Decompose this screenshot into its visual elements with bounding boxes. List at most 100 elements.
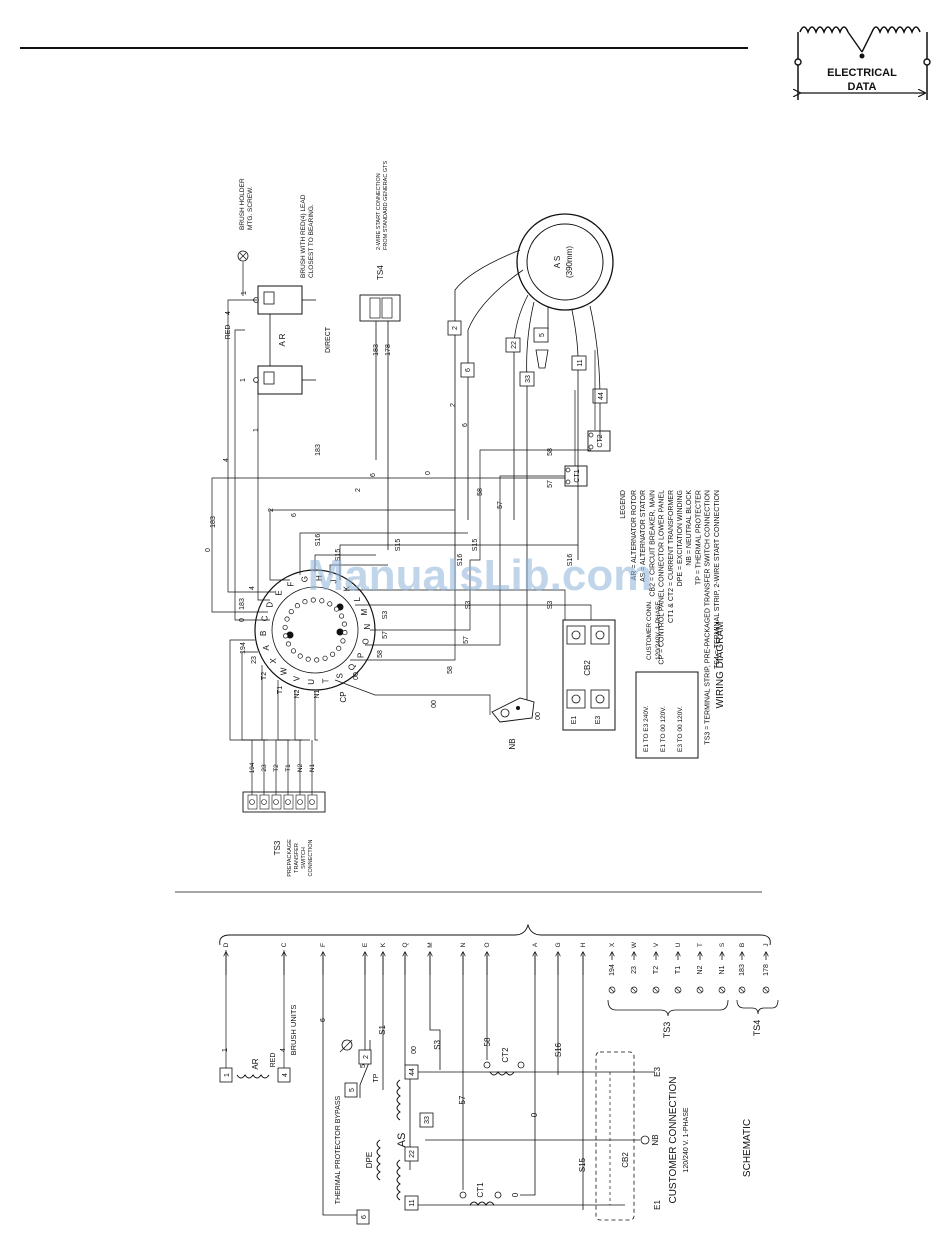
svg-text:TRANSFER: TRANSFER — [294, 843, 300, 873]
connector-pin — [319, 598, 325, 604]
svg-text:CONNECTION: CONNECTION — [308, 839, 314, 876]
connector-pin-label: B — [259, 631, 268, 636]
svg-text:1: 1 — [222, 1048, 229, 1052]
svg-text:120/240 V. 1-PHASE: 120/240 V. 1-PHASE — [683, 1107, 690, 1172]
svg-text:4: 4 — [223, 458, 230, 462]
connector-pin — [294, 603, 300, 609]
pin-brace — [219, 923, 771, 946]
svg-text:57: 57 — [547, 480, 554, 488]
svg-text:NB: NB — [651, 1134, 660, 1145]
schematic-cb2: CB2 E3 E1 NB CUSTOMER CONNECTION 120/240… — [595, 1051, 690, 1221]
schematic-ct: CT1 CT2 — [459, 1047, 525, 1206]
svg-text:TP: TP — [373, 1073, 380, 1082]
svg-text:4: 4 — [280, 1048, 287, 1052]
rotor-label: A R — [278, 333, 287, 346]
pin-letter: D — [223, 942, 230, 947]
rotor-brush-holders: A R DIRECT RED 4 1 1 BRUSH HOLDER MTG. S… — [225, 178, 332, 395]
wire-number-labels: 0 0 183 183 183 4 4 1 0 2 2 2 6 6 6 58 5… — [205, 403, 574, 720]
svg-text:E1: E1 — [653, 1200, 662, 1210]
svg-text:6: 6 — [370, 473, 377, 477]
svg-text:00: 00 — [353, 672, 360, 680]
connector-pin — [333, 606, 340, 612]
svg-text:2: 2 — [452, 326, 459, 330]
pin-letter: K — [380, 942, 387, 947]
ts-wire-label: 183 — [739, 964, 746, 976]
pin-letter: B — [739, 943, 746, 947]
neutral-block: NB — [491, 697, 535, 750]
schematic-wire-labels: 00 S3 57 58 0 0 S16 S15 — [411, 1037, 587, 1197]
svg-text:2-WIRE START CONNECTION: 2-WIRE START CONNECTION — [376, 173, 382, 250]
thermometer-icon — [341, 1039, 353, 1051]
connector-pin-label: M — [360, 609, 369, 616]
schematic-title: SCHEMATIC — [742, 1119, 753, 1177]
ts3-terminal — [307, 794, 318, 810]
svg-text:E3: E3 — [595, 716, 602, 725]
connector-pin-label: G — [300, 576, 309, 582]
connector-pin — [340, 638, 346, 644]
circuit-breaker-cb2: CB2 E1 E3 — [562, 619, 616, 731]
svg-text:MTG. SCREW.: MTG. SCREW. — [247, 186, 254, 230]
svg-text:183: 183 — [210, 516, 217, 528]
svg-text:2: 2 — [450, 403, 457, 407]
svg-text:LEGEND: LEGEND — [620, 490, 627, 519]
connector-pin-label: F — [286, 582, 295, 587]
terminal-screw — [297, 799, 303, 805]
connector-pin — [305, 656, 311, 662]
svg-text:1: 1 — [241, 291, 248, 295]
svg-text:S16: S16 — [554, 1042, 563, 1057]
connector-pin-label: P — [356, 653, 365, 658]
svg-text:00: 00 — [431, 700, 438, 708]
legend-entry: CP = CONTROL PANEL CONNECTOR LOWER PANEL — [659, 490, 666, 665]
ts3-wire-label: T1 — [285, 764, 292, 772]
ts4-strip: TS4 2-WIRE START CONNECTION FROM STANDAR… — [359, 161, 401, 550]
svg-text:58: 58 — [477, 488, 484, 496]
pin-letter: T — [697, 943, 704, 947]
coil-icon — [799, 26, 849, 35]
legend-entry: DPE = EXCITATION WINDING — [677, 490, 684, 586]
svg-text:0: 0 — [239, 618, 246, 622]
svg-text:57: 57 — [382, 631, 389, 639]
svg-text:CT1: CT1 — [476, 1182, 485, 1198]
legend-entry: CT1 & CT2 = CURRENT TRANSFORMER — [668, 490, 675, 623]
svg-text:0: 0 — [205, 548, 212, 552]
pin-letter: O — [484, 942, 491, 947]
svg-text:0: 0 — [425, 471, 432, 475]
legend-entry: AS = ALTERNATOR STATOR — [640, 490, 647, 582]
svg-text:NB: NB — [508, 738, 517, 749]
svg-text:6: 6 — [465, 368, 472, 372]
svg-text:CP: CP — [339, 691, 348, 702]
connector-pin — [338, 613, 345, 619]
svg-text:CUSTOMER CONNECTION: CUSTOMER CONNECTION — [668, 1076, 679, 1203]
connector-pin — [288, 609, 294, 615]
wiring-diagram-title: WIRING DIAGRAM — [715, 622, 726, 709]
connector-pin-label: W — [280, 667, 289, 675]
connector-pin-label: O — [362, 638, 371, 644]
ts3-terminal — [247, 794, 258, 810]
connector-pin-label: K — [342, 585, 351, 591]
connector-pin — [322, 655, 328, 661]
svg-text:4: 4 — [249, 586, 256, 590]
stator-size: (390mm) — [565, 246, 574, 278]
ts-wire-label: N2 — [697, 965, 704, 974]
stator-windings: DPE AS 5 2 6 11 22 33 44 — [344, 1049, 434, 1225]
ts4-label: TS4 — [376, 265, 385, 280]
pin-letter: Q — [402, 942, 409, 947]
svg-text:183: 183 — [239, 598, 246, 610]
svg-text:AR: AR — [251, 1058, 260, 1069]
pin-letter: J — [763, 943, 770, 946]
svg-text:33: 33 — [525, 375, 532, 383]
svg-text:RED: RED — [270, 1053, 277, 1068]
svg-text:5: 5 — [349, 1088, 356, 1092]
connector-pin — [284, 616, 290, 622]
svg-text:57: 57 — [458, 1095, 467, 1104]
svg-text:S15: S15 — [472, 539, 479, 552]
connector-pin — [283, 633, 289, 639]
ts-wire-label: T1 — [675, 966, 682, 974]
svg-text:CB2: CB2 — [621, 1152, 630, 1168]
connector-pin-label: E — [275, 590, 284, 595]
red-label: RED — [225, 325, 232, 340]
svg-text:FROM STANDARD GENERAC GTS: FROM STANDARD GENERAC GTS — [383, 161, 389, 250]
svg-text:PREPACKAGE: PREPACKAGE — [287, 839, 293, 877]
